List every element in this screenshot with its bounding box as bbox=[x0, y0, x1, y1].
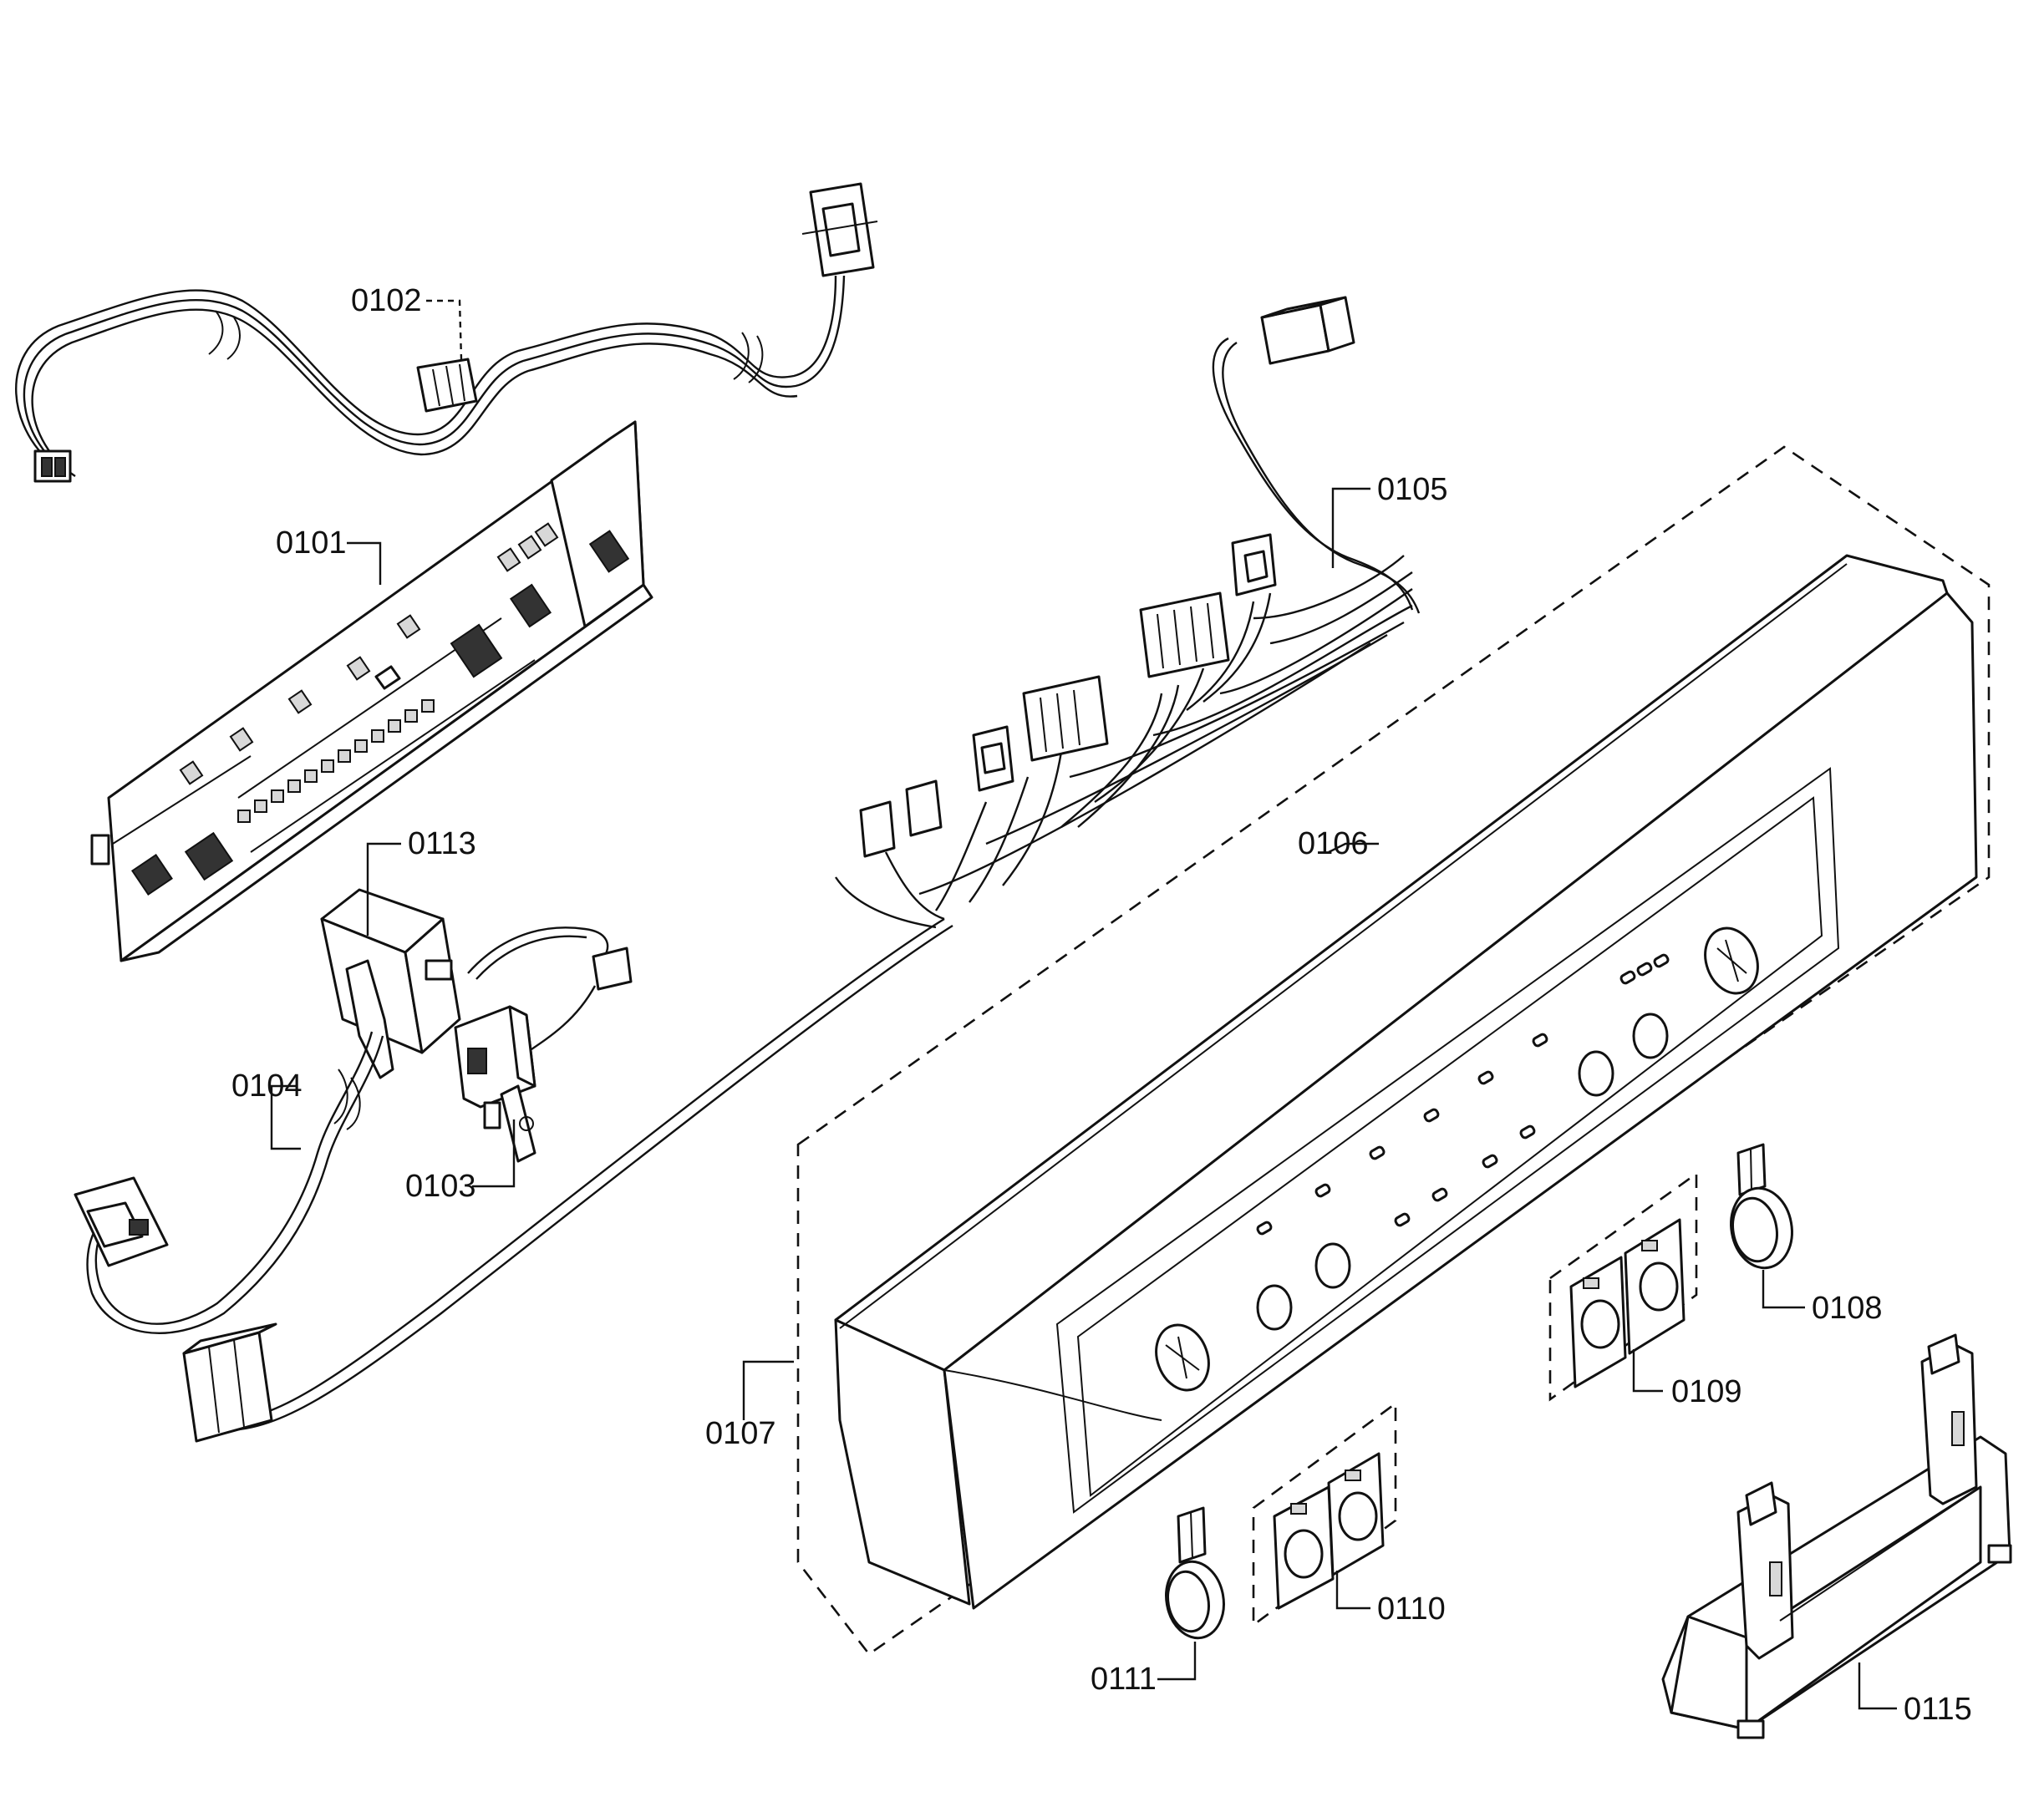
connector-middle bbox=[416, 358, 478, 413]
callout-0108: 0108 bbox=[1812, 1291, 1883, 1326]
knob-0108 bbox=[1730, 1143, 1793, 1270]
control-panel-group-outline bbox=[796, 445, 1991, 1656]
wire-0104 bbox=[74, 1031, 384, 1335]
callout-0111: 0111 bbox=[1091, 1662, 1157, 1697]
harness-connector-top bbox=[1260, 296, 1355, 365]
callout-0110: 0110 bbox=[1377, 1591, 1446, 1627]
wire-harness-0105 bbox=[182, 296, 1421, 1443]
front-panel-leds bbox=[1256, 953, 1670, 1236]
connector-top-right bbox=[801, 182, 878, 277]
bracket-0115 bbox=[1661, 1333, 2012, 1739]
callout-0106: 0106 bbox=[1298, 826, 1369, 861]
connector-0104 bbox=[74, 1176, 169, 1267]
connector-left bbox=[33, 449, 72, 483]
button-pair-0110 bbox=[1252, 1401, 1397, 1627]
knob-0111 bbox=[1165, 1506, 1225, 1640]
callout-0103: 0103 bbox=[405, 1169, 476, 1204]
callout-labels: 0102 0101 0105 0106 0113 0104 0103 0107 … bbox=[231, 283, 1972, 1727]
callout-0105: 0105 bbox=[1377, 472, 1448, 507]
callout-0109: 0109 bbox=[1671, 1374, 1742, 1409]
callout-0115: 0115 bbox=[1904, 1692, 1972, 1727]
callout-0102: 0102 bbox=[351, 283, 422, 318]
button-pair-0109 bbox=[1548, 1171, 1698, 1402]
wire-harness-0102 bbox=[15, 182, 878, 483]
harness-connector-b bbox=[1139, 591, 1230, 678]
harness-connector-d bbox=[972, 725, 1014, 792]
harness-connector-c bbox=[1022, 675, 1109, 762]
harness-connector-e bbox=[859, 779, 943, 858]
harness-connector-a bbox=[1231, 533, 1277, 596]
callout-0104: 0104 bbox=[231, 1069, 303, 1104]
bracket-0113 bbox=[320, 888, 461, 1079]
control-board-0101 bbox=[90, 420, 653, 962]
front-panel-knobs bbox=[1155, 926, 1759, 1392]
callout-0107: 0107 bbox=[705, 1416, 776, 1451]
callout-0101: 0101 bbox=[276, 525, 347, 561]
switch-0103 bbox=[454, 926, 633, 1163]
front-panel-0106 bbox=[834, 554, 1978, 1610]
callout-0113: 0113 bbox=[408, 826, 476, 861]
harness-connector-bottom bbox=[182, 1322, 277, 1443]
leader-lines bbox=[270, 299, 1897, 1710]
